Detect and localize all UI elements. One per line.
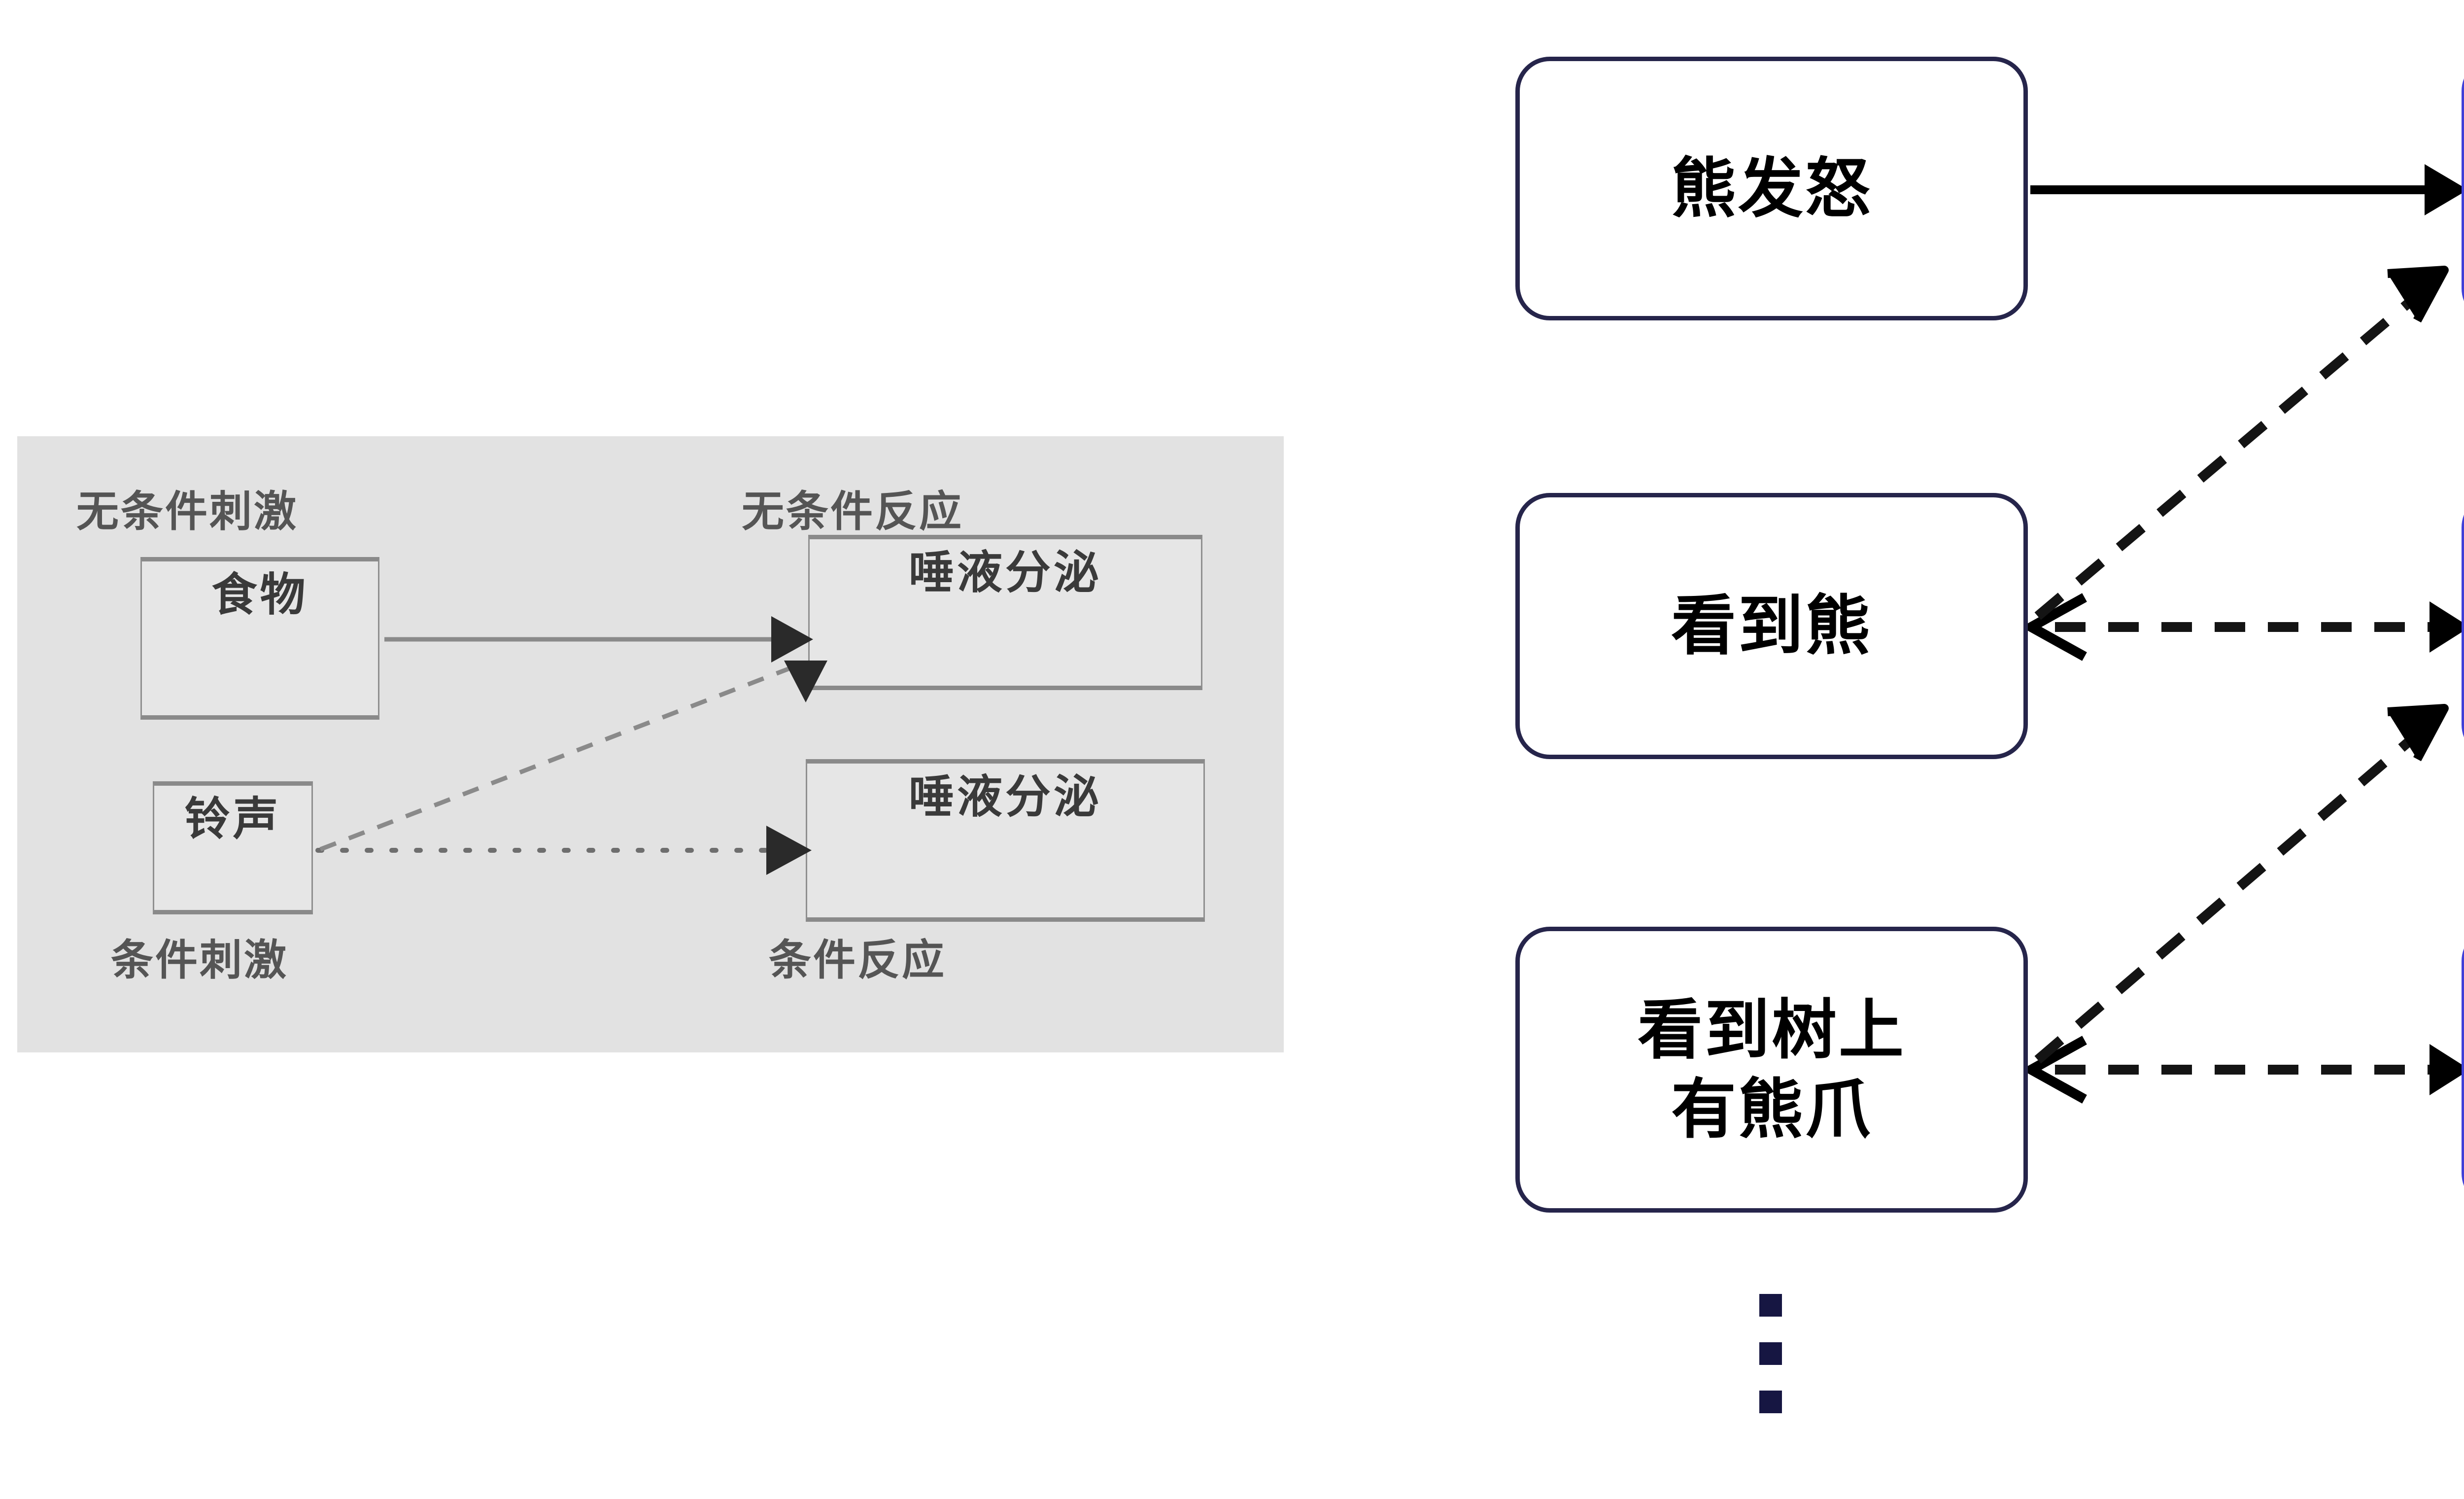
box-salivation-conditioned-label: 唾液分泌 bbox=[908, 772, 1102, 822]
arrowhead-see-bear-to-vsprime-left bbox=[2021, 593, 2087, 661]
arrowhead-see-claw-to-vsprime bbox=[2387, 704, 2449, 762]
node-see-bear-label: 看到熊 bbox=[1671, 590, 1872, 662]
box-salivation-conditioned: 唾液分泌 bbox=[806, 759, 1205, 922]
arrowhead-see-claw-to-vs-left bbox=[2021, 1036, 2087, 1104]
arrowhead-see-bear-to-reward bbox=[2387, 266, 2449, 323]
node-reward: 奖励 bbox=[2462, 57, 2464, 323]
node-bear-angry: 熊发怒 bbox=[1515, 57, 2028, 320]
ellipsis-left-column bbox=[1759, 1294, 1782, 1413]
node-bear-angry-label: 熊发怒 bbox=[1671, 152, 1872, 225]
node-value-s: V(s) bbox=[2462, 927, 2464, 1208]
node-see-claw-on-tree-label: 看到树上 有熊爪 bbox=[1638, 993, 1906, 1146]
caption-conditioned-response: 条件反应 bbox=[769, 937, 946, 984]
box-food: 食物 bbox=[140, 557, 379, 720]
connector-bell-to-unconditioned-salivation bbox=[319, 664, 794, 852]
classical-conditioning-panel: 无条件刺激 无条件反应 条件刺激 条件反应 食物 铃声 唾液分泌 唾液分泌 bbox=[17, 436, 1284, 1052]
box-salivation-unconditioned-label: 唾液分泌 bbox=[908, 548, 1102, 598]
box-bell: 铃声 bbox=[153, 781, 313, 914]
connector-see-bear-to-reward bbox=[2034, 292, 2421, 620]
box-salivation-unconditioned: 唾液分泌 bbox=[808, 535, 1202, 690]
ellipsis-square bbox=[1759, 1294, 1782, 1317]
classical-conditioning-connectors bbox=[315, 616, 827, 875]
arrowhead-bell-to-unconditioned-salivation bbox=[784, 661, 827, 702]
box-bell-label: 铃声 bbox=[184, 794, 281, 844]
ellipsis-square bbox=[1759, 1391, 1782, 1413]
box-food-label: 食物 bbox=[211, 570, 308, 620]
arrowhead-anger-to-reward bbox=[2425, 164, 2464, 215]
node-value-s-prime: V(s′) bbox=[2462, 493, 2464, 759]
node-see-bear: 看到熊 bbox=[1515, 493, 2028, 759]
arrowhead-see-claw-to-vs-right bbox=[2430, 1044, 2464, 1095]
arrowhead-see-bear-to-vsprime-right bbox=[2430, 601, 2464, 653]
node-see-claw-on-tree: 看到树上 有熊爪 bbox=[1515, 927, 2028, 1213]
caption-conditioned-stimulus: 条件刺激 bbox=[111, 937, 288, 984]
arrowhead-bell-to-salivation bbox=[766, 826, 812, 875]
ellipsis-square bbox=[1759, 1342, 1782, 1365]
connector-see-claw-to-vsprime bbox=[2034, 731, 2421, 1064]
arrowhead-food-to-salivation bbox=[771, 616, 813, 662]
caption-unconditioned-response: 无条件反应 bbox=[742, 488, 963, 535]
caption-unconditioned-stimulus: 无条件刺激 bbox=[76, 488, 298, 535]
